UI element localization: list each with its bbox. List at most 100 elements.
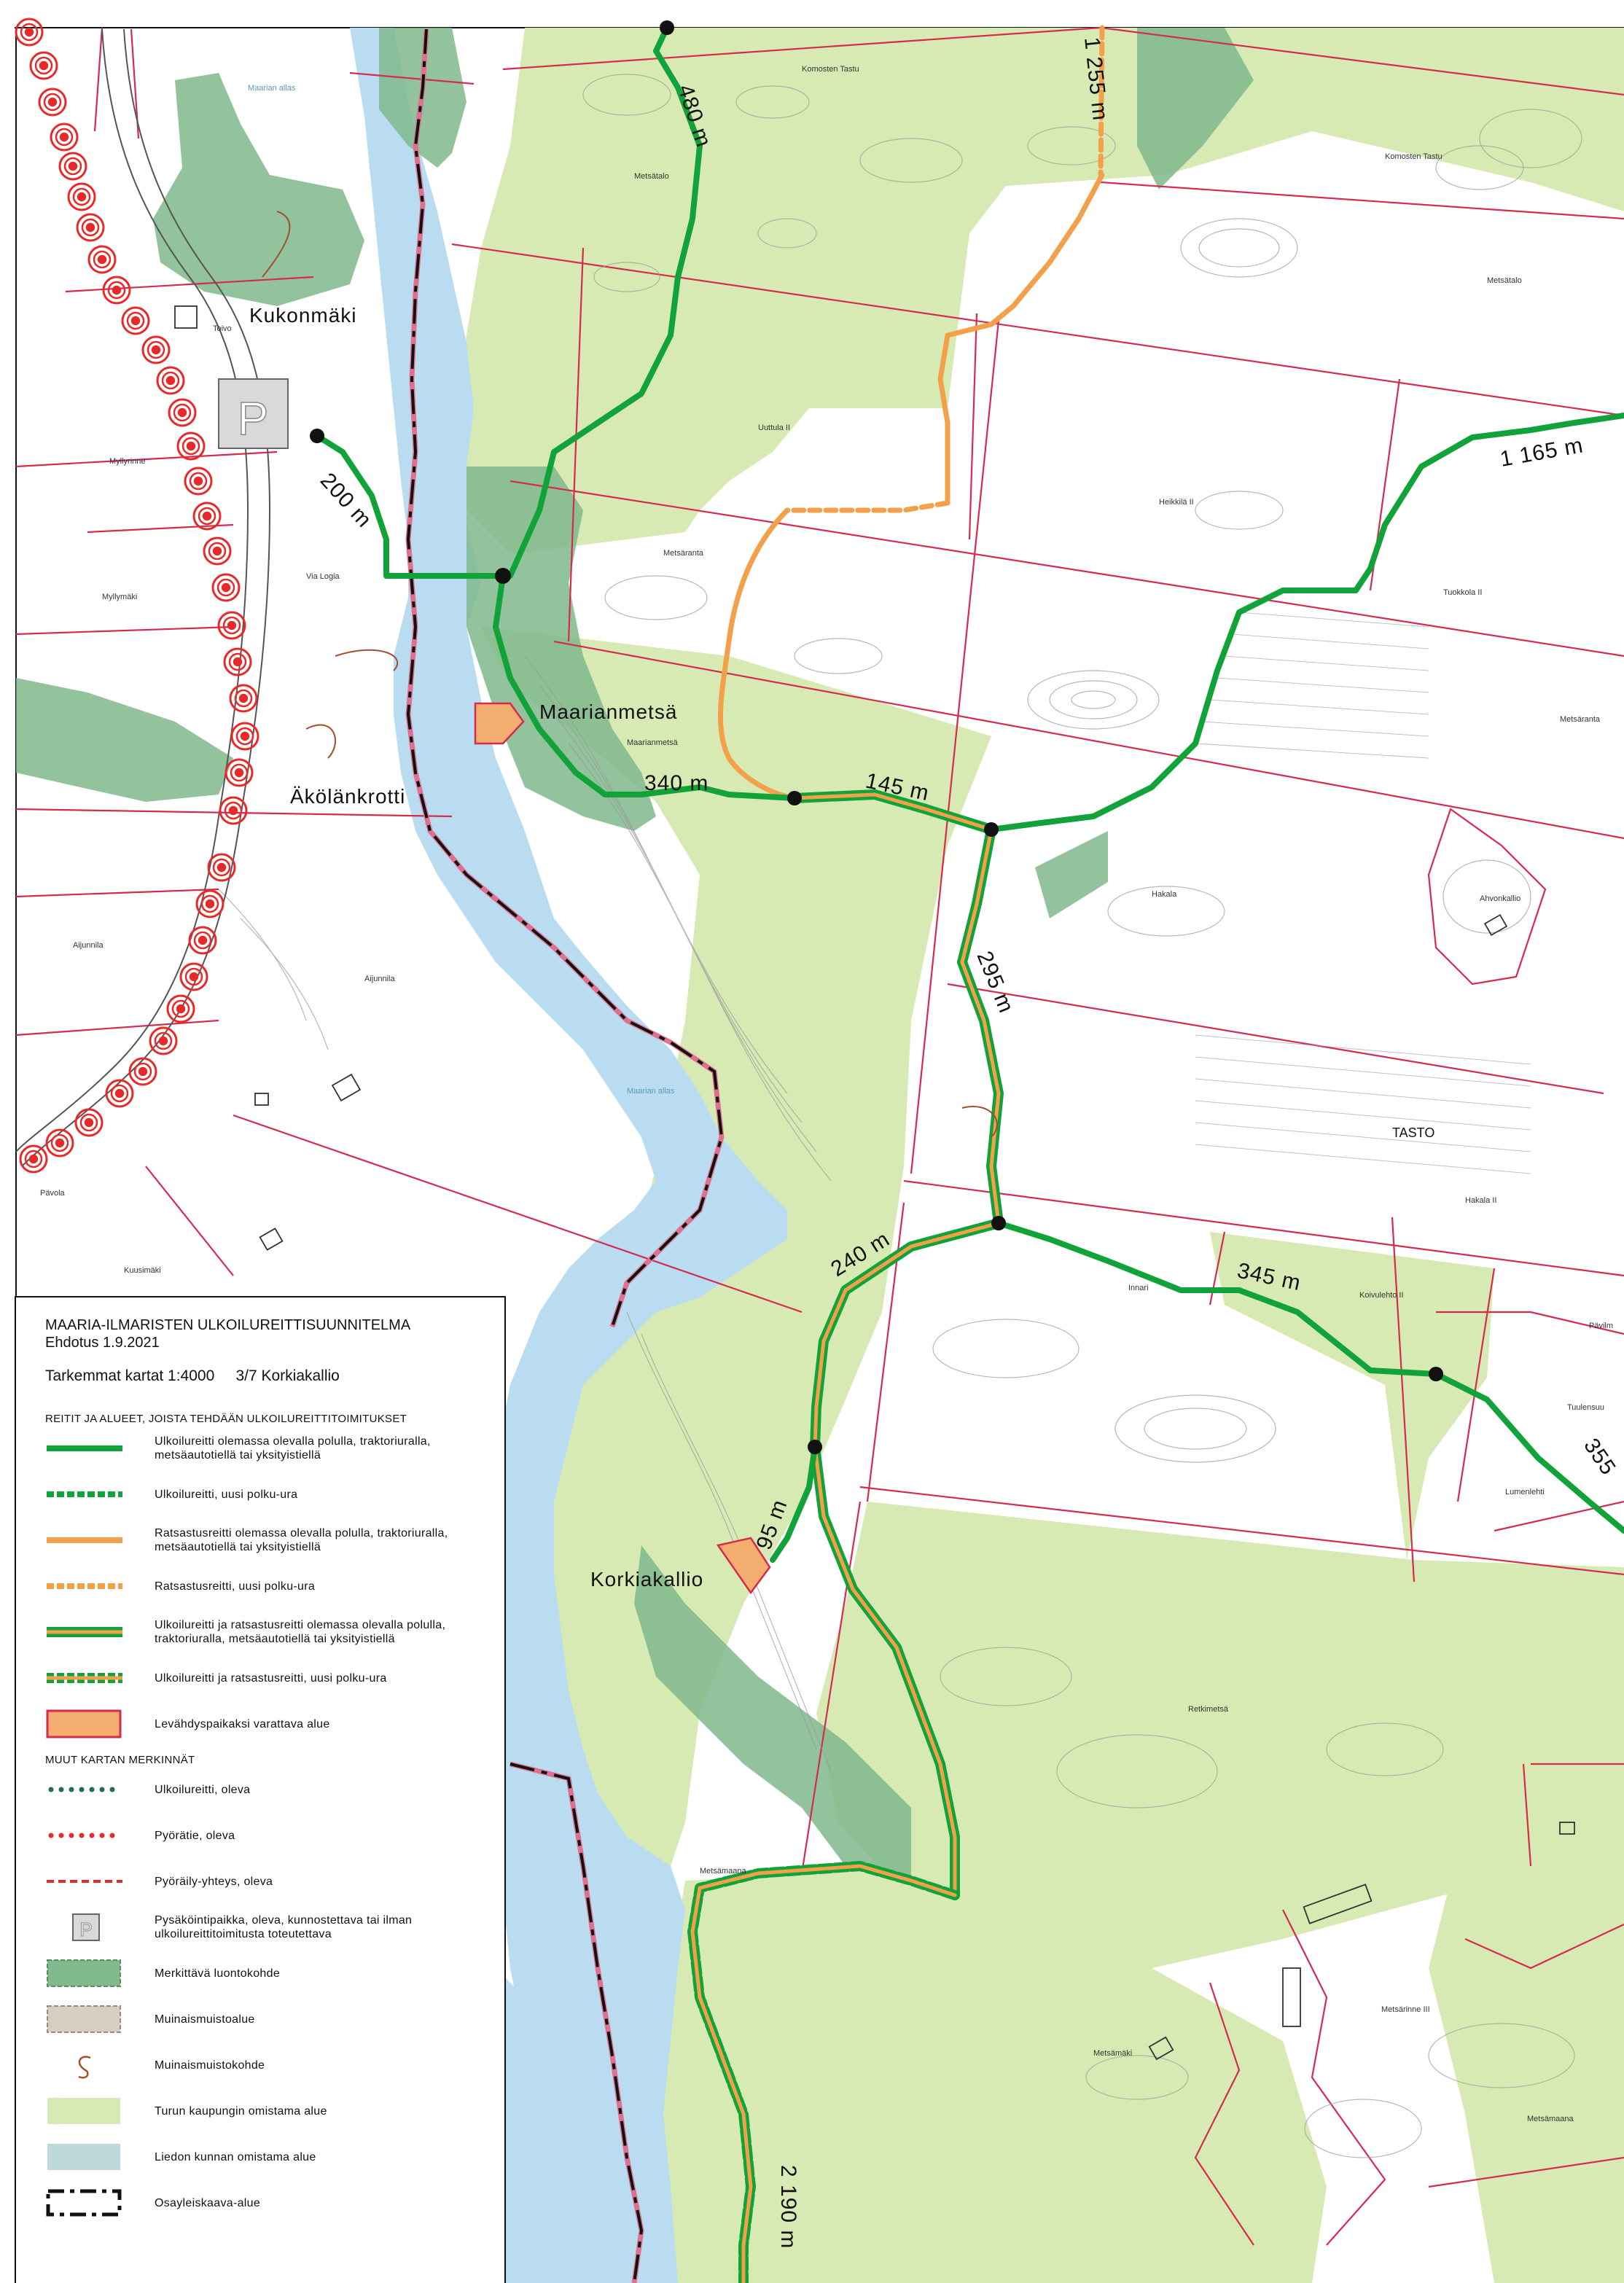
cycle-path-marker bbox=[229, 684, 258, 713]
svg-text:Heikkilä II: Heikkilä II bbox=[1159, 498, 1194, 507]
map-legend: MAARIA-ILMARISTEN ULKOILUREITTISUUNNITEL… bbox=[15, 1296, 506, 2283]
cycle-path-marker bbox=[233, 657, 243, 667]
cycle-path-marker bbox=[151, 345, 161, 355]
cycle-path-marker bbox=[202, 511, 212, 521]
cycle-path-marker bbox=[240, 731, 250, 741]
cycle-path-marker bbox=[121, 306, 150, 335]
cycle-path-marker bbox=[184, 967, 203, 986]
legend-item-label: Osayleiskaava-alue bbox=[155, 2196, 261, 2209]
svg-text:Komosten Tastu: Komosten Tastu bbox=[1385, 152, 1443, 161]
svg-text:Maarianmetsä: Maarianmetsä bbox=[627, 738, 679, 747]
legend-item: Ratsastusreitti olemassa olevalla polull… bbox=[45, 1524, 475, 1556]
antiquity-area-box-symbol bbox=[45, 2003, 124, 2035]
parcel-borders bbox=[15, 26, 1624, 2246]
legend-item: Muinaismuistoalue bbox=[45, 2003, 475, 2035]
legend-item: Merkittävä luontokohde bbox=[45, 1957, 475, 1989]
legend-item-label: Turun kaupungin omistama alue bbox=[155, 2104, 327, 2118]
legend-item-label: Muinaismuistoalue bbox=[155, 2013, 255, 2026]
svg-text:Pävilm: Pävilm bbox=[1589, 1322, 1613, 1330]
cycle-path-marker bbox=[130, 316, 141, 326]
cycle-path-marker bbox=[38, 87, 67, 117]
cycle-path-marker bbox=[50, 122, 79, 152]
combined-routes bbox=[687, 789, 1004, 2283]
cycle-path-marker bbox=[188, 926, 217, 955]
cycle-path-marker bbox=[203, 536, 232, 566]
legend-item: Pyörätie, oleva bbox=[45, 1819, 475, 1851]
svg-text:Metsämäki: Metsämäki bbox=[1093, 2049, 1132, 2058]
cycle-path-marker bbox=[47, 97, 58, 107]
legend-item: Liedon kunnan omistama alue bbox=[45, 2141, 475, 2173]
cycle-path-marker bbox=[79, 1113, 98, 1132]
svg-text:Lumenlehti: Lumenlehti bbox=[1505, 1488, 1545, 1496]
cycle-path-marker bbox=[29, 51, 58, 80]
svg-text:Metsäranta: Metsäranta bbox=[663, 549, 704, 558]
cycle-path-marker bbox=[161, 371, 180, 390]
legend-item-label: Ulkoilureitti, uusi polku-ura bbox=[155, 1488, 298, 1501]
cycle-path-marker bbox=[195, 889, 225, 918]
green-solid-line-symbol bbox=[45, 1432, 124, 1464]
cycle-path-marker bbox=[228, 652, 247, 671]
cycle-path-marker bbox=[176, 432, 206, 461]
cycle-path-marker bbox=[24, 1150, 43, 1168]
cycle-path-marker bbox=[34, 56, 53, 75]
green-orange-line-symbol bbox=[45, 1616, 124, 1648]
svg-text:Toivo: Toivo bbox=[213, 324, 232, 333]
cycle-path-marker bbox=[173, 403, 192, 422]
place-kukonmaki: Kukonmäki bbox=[249, 304, 357, 327]
cycle-path-marker bbox=[50, 1133, 69, 1152]
cycle-path-marker bbox=[192, 502, 222, 531]
legend-item-label: Merkittävä luontokohde bbox=[155, 1967, 281, 1980]
legend-item: Ulkoilureitti olemassa olevalla polulla,… bbox=[45, 1432, 475, 1464]
cycle-path-marker bbox=[208, 542, 227, 561]
cycle-path-marker bbox=[176, 1004, 186, 1014]
svg-text:Metsätalo: Metsätalo bbox=[634, 172, 669, 181]
legend-item: Osayleiskaava-alue bbox=[45, 2187, 475, 2219]
cycle-path-marker bbox=[198, 507, 216, 526]
legend-item-label: Pyöräily-yhteys, oleva bbox=[155, 1875, 273, 1888]
master-plan-boundary bbox=[405, 28, 725, 2283]
cycle-path-marker bbox=[77, 192, 87, 202]
svg-text:Metsämaana: Metsämaana bbox=[1527, 2115, 1574, 2123]
cycle-path-marker bbox=[43, 93, 62, 112]
outdoor-routes bbox=[314, 25, 1624, 1563]
orange-dashed-line-symbol bbox=[45, 1570, 124, 1602]
cycle-path-marker bbox=[154, 1031, 173, 1050]
svg-text:Ahvonkallio: Ahvonkallio bbox=[1480, 894, 1520, 903]
distance-2190: 2 190 m bbox=[776, 2165, 800, 2249]
place-names: Kukonmäki Maarianmetsä Äkölänkrotti Kork… bbox=[249, 304, 1434, 1591]
place-korkiakallio: Korkiakallio bbox=[590, 1568, 703, 1591]
svg-text:Aijunnila: Aijunnila bbox=[364, 975, 395, 983]
field-hatching bbox=[1195, 612, 1531, 1174]
nature-site-areas bbox=[16, 28, 1254, 1881]
legend-scale: Tarkemmat kartat 1:4000 3/7 Korkiakallio bbox=[45, 1367, 340, 1384]
legend-item-label: Pysäköintipaikka, oleva, kunnostettava t… bbox=[155, 1914, 413, 1940]
legend-item: Levähdyspaikaksi varattava alue bbox=[45, 1708, 475, 1740]
rest-area-maarianmetsa bbox=[474, 702, 525, 745]
cycle-path-marker bbox=[168, 398, 197, 427]
legend-item: Ulkoilureitti, uusi polku-ura bbox=[45, 1478, 475, 1510]
cycle-path-marker bbox=[72, 187, 91, 206]
cycle-path-marker bbox=[222, 616, 241, 635]
cycle-path-marker bbox=[165, 375, 176, 386]
river-water bbox=[350, 28, 787, 2283]
cycle-path-marker bbox=[85, 222, 95, 233]
cycle-path-marker bbox=[45, 1128, 74, 1158]
cycle-path-marker bbox=[128, 1057, 157, 1086]
lieto-land-box-symbol bbox=[45, 2141, 124, 2173]
green-orange-dashed-line-symbol bbox=[45, 1662, 124, 1694]
legend-section-other: MUUT KARTAN MERKINNÄT bbox=[45, 1754, 195, 1766]
cycle-path-marker bbox=[74, 1108, 104, 1137]
cycle-path-marker bbox=[110, 1084, 129, 1103]
place-tasto: TASTO bbox=[1392, 1125, 1434, 1140]
cycle-path-marker bbox=[200, 894, 219, 913]
dark-green-dots-symbol bbox=[45, 1773, 124, 1806]
cycle-path-marker bbox=[97, 254, 107, 265]
legend-item: Pyöräily-yhteys, oleva bbox=[45, 1865, 475, 1897]
cycle-path-marker bbox=[207, 853, 236, 882]
cycle-path-marker bbox=[219, 796, 248, 825]
green-dashed-line-symbol bbox=[45, 1478, 124, 1510]
buildings bbox=[174, 305, 1575, 2061]
legend-item-label: Ratsastusreitti, uusi polku-ura bbox=[155, 1580, 316, 1593]
cycle-path-marker bbox=[234, 768, 244, 778]
cycle-path-marker bbox=[105, 1079, 134, 1108]
